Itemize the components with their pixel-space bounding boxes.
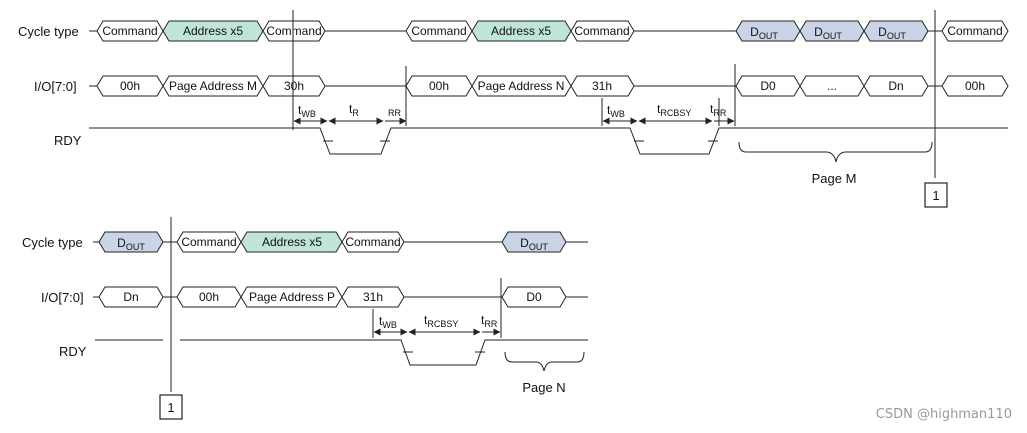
rdy-waveform-1 [89,127,1008,155]
diagram-1: Cycle type I/O[7:0] RDY Command Address … [18,10,1009,208]
rdy-waveform-2 [95,339,588,366]
ref-lines-2 [170,217,502,392]
brace-label-page-n: Page N [522,380,565,395]
watermark: CSDN @highman110 [876,407,1012,422]
cycle-text-2: Address x5 [183,24,243,38]
io2-text-4: 31h [363,290,383,304]
io-text-10: 00h [965,79,985,93]
row-label-cycle-type: Cycle type [18,24,79,39]
io-text-3: 30h [284,79,304,93]
row-label-rdy-2: RDY [59,344,87,359]
io-text-6: 31h [592,79,612,93]
tRR-label-2: tRR [710,102,727,118]
row-label-rdy: RDY [54,133,82,148]
ref-lines-1 [292,10,936,178]
tWB-label-3: tWB [379,314,397,330]
timing-labels-1: tWB tR RR tWB tRCBSY tRR [298,102,727,119]
io2-text-3: Page Address P [249,290,335,304]
io-text-9: Dn [888,79,903,93]
io-row-2: Dn 00h Page Address P 31h D0 [93,286,588,308]
tRCBSY-label-2: tRCBSY [424,313,458,329]
cycle-type-row-2: DOUT Command Address x5 Command DOUT [93,231,588,253]
io-text-5: Page Address N [478,79,565,93]
io-text-4: 00h [429,79,449,93]
marker-text-1: 1 [932,188,939,203]
tWB-label-1: tWB [298,103,316,119]
tWB-label-2: tWB [607,103,625,119]
io-row: 00h Page Address M 30h 00h Page Address … [89,75,1009,97]
brace-page-m [738,141,933,163]
io-text-1: 00h [120,79,140,93]
cycle2-text-dout-2: DOUT [520,236,548,252]
io-text-2: Page Address M [169,79,257,93]
row-label-cycle-type-2: Cycle type [22,235,83,250]
io2-text-5: D0 [526,290,542,304]
marker-box-1 [924,182,948,208]
cycle-text-dout-3: DOUT [878,25,906,41]
cycle2-text-1: Command [181,235,236,249]
cycle-text-dout-1: DOUT [750,25,778,41]
cycle-text-dout-2: DOUT [814,25,842,41]
marker-text-2: 1 [167,400,174,415]
cycle-text-5: Address x5 [491,24,551,38]
cycle-text-7: Command [947,24,1002,38]
tRCBSY-label-1: tRCBSY [657,102,691,118]
io2-text-1: Dn [123,290,138,304]
row-label-io: I/O[7:0] [34,79,77,94]
diagram-2: Cycle type I/O[7:0] RDY DOUT Command Add… [22,217,588,420]
timing-labels-2: tWB tRCBSY tRR [379,313,498,330]
cycle-text-1: Command [102,24,157,38]
cycle-text-3: Command [266,24,321,38]
cycle-text-6: Command [574,24,629,38]
cycle-command-5 [941,20,1009,42]
tRR-label-1: RR [388,108,401,118]
io-seg-10 [941,75,1009,97]
tR-label: tR [349,102,359,118]
brace-label-page-m: Page M [812,171,857,186]
cycle2-text-3: Command [345,235,400,249]
cycle-type-row: Command Address x5 Command Command Addre… [89,20,1009,42]
io-text-8: ... [827,79,837,93]
brace-page-n [504,351,585,372]
row-label-io-2: I/O[7:0] [41,290,84,305]
cycle-text-4: Command [411,24,466,38]
tRR-label-3: tRR [481,313,498,329]
cycle2-text-2: Address x5 [262,235,322,249]
cycle2-text-dout-1: DOUT [117,236,145,252]
io-text-7: D0 [760,79,776,93]
io2-text-2: 00h [199,290,219,304]
marker-box-2 [159,394,183,420]
